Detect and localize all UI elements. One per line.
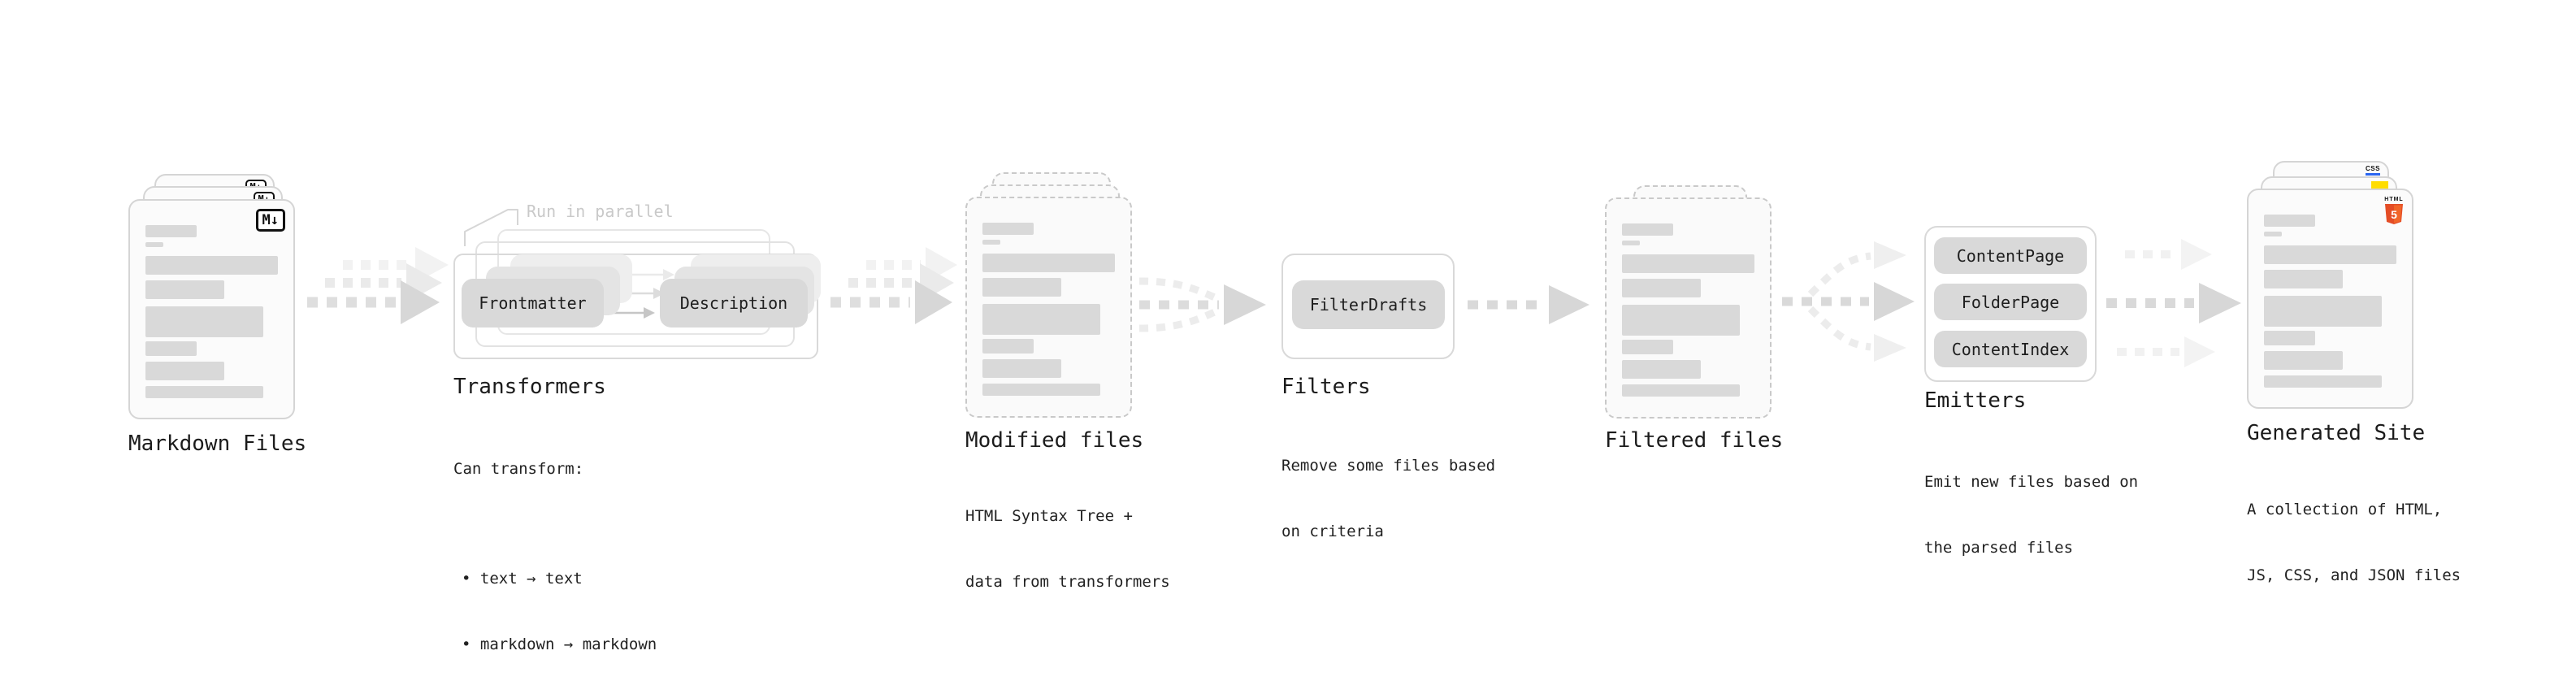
placeholder-bar (982, 384, 1100, 396)
markdown-file-card: M↓ (128, 199, 295, 419)
description-line: the parsed files (1924, 539, 2074, 557)
transformer-group-front (453, 254, 818, 359)
placeholder-bar (145, 341, 197, 356)
arrow-filters-to-filtered (1468, 285, 1589, 324)
html5-icon-number: 5 (2391, 208, 2397, 221)
contentpage-pill: ContentPage (1934, 237, 2087, 274)
placeholder-bar (145, 362, 224, 380)
modified-file-card (965, 197, 1132, 418)
stage-title-filtered-files: Filtered files (1605, 428, 1784, 453)
placeholder-bar (2264, 296, 2382, 327)
placeholder-bar (145, 386, 263, 398)
filters-description: Remove some files based on criteria (1281, 411, 1495, 587)
placeholder-bar (1622, 340, 1673, 354)
stage-title-filters: Filters (1281, 375, 1371, 399)
description-pill: Description (660, 279, 808, 327)
placeholder-bar (982, 359, 1061, 378)
filtered-file-card (1605, 197, 1772, 419)
placeholder-bar (982, 278, 1061, 297)
stage-title-transformers: Transformers (453, 375, 606, 399)
placeholder-bar (145, 225, 197, 237)
stage-title-modified-files: Modified files (965, 428, 1144, 453)
placeholder-bar (2264, 245, 2396, 264)
placeholder-bar (982, 223, 1034, 235)
can-transform-title: Can transform: (453, 460, 584, 478)
placeholder-bar (1622, 241, 1640, 245)
arrow-emitters-to-generated (2106, 239, 2241, 367)
run-in-parallel-annotation: Run in parallel (527, 202, 674, 221)
stage-title-markdown-files: Markdown Files (128, 432, 307, 456)
placeholder-bar (1622, 223, 1673, 236)
js-icon (2371, 181, 2388, 190)
stage-title-generated-site: Generated Site (2247, 421, 2426, 445)
html5-icon-word: HTML (2384, 197, 2404, 202)
placeholder-bar (145, 256, 278, 275)
list-item: • text → text (462, 570, 583, 588)
document-content-placeholder (967, 198, 1130, 416)
placeholder-bar (2264, 351, 2343, 370)
description-line: HTML Syntax Tree + (965, 507, 1133, 525)
placeholder-bar (982, 339, 1034, 354)
placeholder-bar (982, 304, 1100, 335)
placeholder-bar (2264, 215, 2315, 227)
css-icon: CSS (2366, 166, 2380, 176)
list-item: • markdown → markdown (462, 635, 657, 653)
contentindex-pill: ContentIndex (1934, 331, 2087, 367)
placeholder-bar (1622, 254, 1754, 273)
description-line: on criteria (1281, 523, 1384, 540)
css-icon-underline (2366, 173, 2380, 176)
description-line: A collection of HTML, (2247, 501, 2443, 518)
description-line: Emit new files based on (1924, 473, 2139, 491)
document-content-placeholder (130, 201, 293, 418)
arrow-transformers-to-modified (830, 247, 957, 324)
arrow-filtered-to-emitters (1782, 241, 1915, 362)
generated-site-description: A collection of HTML, JS, CSS, and JSON … (2247, 455, 2461, 631)
css-icon-label: CSS (2366, 165, 2380, 172)
placeholder-bar (1622, 305, 1740, 336)
markdown-icon: M↓ (255, 209, 285, 232)
placeholder-bar (2264, 270, 2343, 288)
frontmatter-pill: Frontmatter (462, 279, 604, 327)
html5-icon: HTML 5 (2384, 197, 2404, 228)
can-transform-list: • text → text • markdown → markdown • ht… (453, 524, 657, 681)
placeholder-bar (145, 242, 163, 247)
placeholder-bar (1622, 384, 1740, 397)
html-file-card: HTML 5 (2247, 189, 2413, 409)
placeholder-bar (2264, 375, 2382, 388)
transformers-description: Can transform: • text → text • markdown … (453, 414, 657, 681)
description-line: JS, CSS, and JSON files (2247, 566, 2461, 584)
description-line: data from transformers (965, 573, 1170, 591)
modified-files-description: HTML Syntax Tree + data from transformer… (965, 462, 1170, 637)
placeholder-bar (1622, 360, 1701, 379)
placeholder-bar (982, 254, 1115, 272)
run-in-parallel-leader-line (464, 209, 518, 246)
placeholder-bar (2264, 331, 2315, 345)
document-content-placeholder (2249, 190, 2412, 407)
document-content-placeholder (1607, 199, 1770, 417)
stage-title-emitters: Emitters (1924, 388, 2027, 413)
arrow-markdown-to-transformers (307, 247, 449, 324)
html5-shield: 5 (2385, 204, 2403, 224)
emitters-description: Emit new files based on the parsed files (1924, 427, 2138, 603)
description-line: Remove some files based (1281, 457, 1496, 475)
placeholder-bar (145, 280, 224, 299)
placeholder-bar (982, 240, 1000, 245)
placeholder-bar (2264, 232, 2282, 236)
placeholder-bar (145, 306, 263, 337)
arrow-modified-to-filters (1138, 277, 1266, 332)
filterdrafts-pill: FilterDrafts (1292, 280, 1445, 329)
placeholder-bar (1622, 279, 1701, 297)
folderpage-pill: FolderPage (1934, 284, 2087, 320)
